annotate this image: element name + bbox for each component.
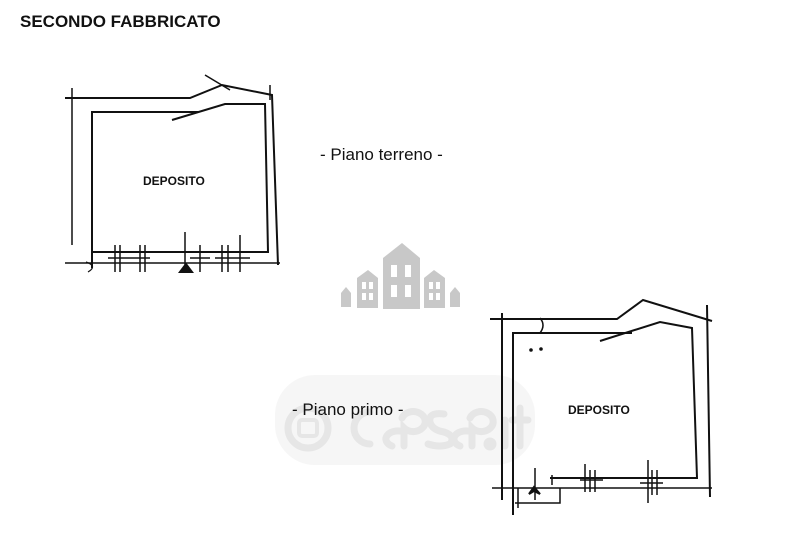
- page-title: SECONDO FABBRICATO: [20, 12, 221, 31]
- plan-first-floor: [490, 298, 713, 515]
- floor-label-first: - Piano primo -: [292, 400, 404, 419]
- buildings-logo-icon: [341, 243, 460, 309]
- room-label-first: DEPOSITO: [568, 403, 630, 417]
- room-label-ground: DEPOSITO: [143, 174, 205, 188]
- floor-label-ground: - Piano terreno -: [320, 145, 443, 164]
- plan-ground-floor: [65, 74, 280, 273]
